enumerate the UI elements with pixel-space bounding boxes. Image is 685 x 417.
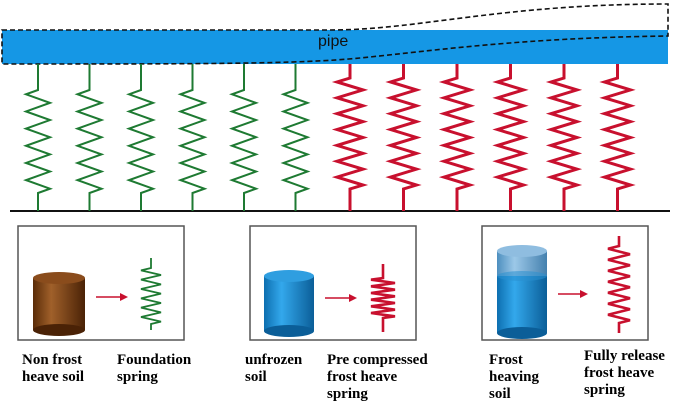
arrow-icon: [96, 293, 128, 301]
pipe-springs: [23, 64, 636, 211]
non-frost-soil-cylinder-icon: [33, 272, 85, 336]
unfrozen-soil-cylinder-icon: [264, 270, 314, 337]
pipe-body: [2, 30, 668, 64]
foundation-spring: [280, 64, 311, 211]
frost-heave-spring: [331, 64, 369, 211]
foundation-spring: [229, 64, 259, 211]
arrow-icon: [325, 294, 357, 302]
foundation-spring: [177, 64, 208, 211]
frost-heave-spring: [492, 64, 529, 211]
pipe-label: pipe: [318, 33, 349, 50]
frost-heave-spring: [438, 64, 476, 211]
legend-pre-compressed-spring: [370, 264, 396, 332]
frost-heave-spring: [545, 64, 583, 211]
legend-released-spring: [607, 236, 631, 333]
arrow-icon: [558, 290, 588, 298]
frost-heave-spring: [599, 64, 636, 211]
frost-heaving-soil-cylinder-icon: [497, 245, 547, 339]
deformed-pipe-outline: [1, 3, 669, 65]
legend-foundation-spring: [140, 258, 162, 330]
legend-springs: [140, 236, 631, 333]
foundation-spring: [126, 64, 156, 211]
foundation-spring: [74, 64, 105, 211]
foundation-spring: [23, 64, 53, 211]
frost-heave-spring: [385, 64, 422, 211]
